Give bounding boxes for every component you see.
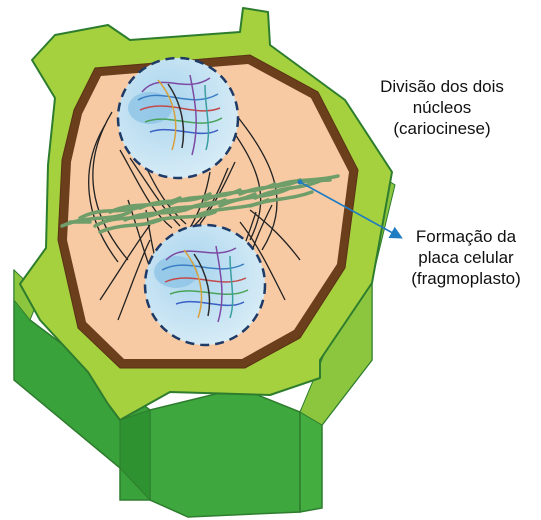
label-plate-line-3: (fragmoplasto) [411, 269, 521, 288]
upper-nucleus [116, 56, 240, 180]
label-plate-line-1: Formação da [415, 227, 517, 246]
label-nuclei-line-3: (cariocinese) [393, 119, 491, 138]
label-nuclei-line-1: Divisão dos dois [380, 77, 504, 96]
label-nuclei-division: Divisão dos dois núcleos (cariocinese) [358, 76, 526, 139]
lower-nucleus [143, 223, 267, 347]
lower-chromosomes [161, 245, 249, 323]
phragmoplast [60, 174, 340, 234]
cell-plate-pointer-origin [297, 179, 303, 185]
label-cell-plate: Formação da placa celular (fragmoplasto) [397, 226, 535, 289]
label-plate-line-2: placa celular [418, 248, 514, 267]
cell-wall-3d-base [13, 169, 396, 518]
cell-plate-pointer [299, 181, 403, 239]
label-nuclei-line-2: núcleos [412, 98, 472, 117]
upper-chromosomes [137, 74, 223, 156]
